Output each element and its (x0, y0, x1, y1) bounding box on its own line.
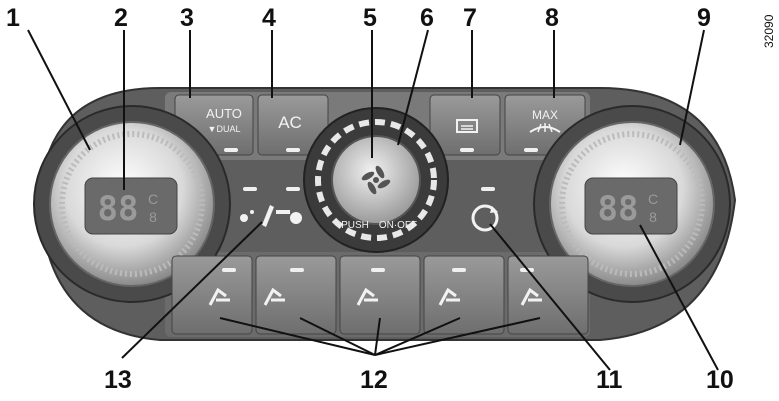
right-temperature-knob[interactable] (533, 105, 731, 303)
push-label: PUSH (341, 220, 369, 231)
callout-4: 4 (262, 4, 276, 32)
rear-defrost-icon (456, 119, 478, 133)
auto-label: AUTO (206, 106, 242, 121)
callout-3: 3 (180, 4, 194, 32)
distribution-button-4[interactable] (423, 255, 505, 335)
callout-10: 10 (706, 366, 734, 394)
callout-5: 5 (363, 4, 377, 32)
leader-lines (27, 29, 719, 371)
onoff-label: ON·OFF (379, 220, 417, 231)
callout-7: 7 (463, 4, 477, 32)
seat-airflow-icon (356, 287, 378, 306)
callout-12: 12 (360, 366, 388, 394)
reference-code: 32090 (762, 14, 776, 48)
max-label: MAX (532, 108, 558, 122)
seat-airflow-icon (208, 287, 230, 306)
left-display-unit-f: 8 (149, 209, 157, 225)
seat-airflow-icon (438, 287, 460, 306)
distribution-button-2[interactable] (255, 255, 337, 335)
right-display-digits: 88 (598, 189, 639, 229)
windscreen-defrost-icon (529, 123, 561, 133)
auto-air-distribution-icon[interactable] (240, 205, 302, 227)
recirculation-button[interactable] (471, 204, 499, 232)
callout-9: 9 (697, 4, 711, 32)
callout-1: 1 (6, 4, 20, 32)
ac-label: AC (278, 113, 302, 132)
right-display-unit-c: C (648, 191, 658, 207)
seat-airflow-icon (520, 287, 542, 306)
left-temperature-knob[interactable] (33, 105, 231, 303)
callout-2: 2 (114, 4, 128, 32)
right-display-unit-f: 8 (649, 209, 657, 225)
left-display-unit-c: C (148, 191, 158, 207)
distribution-button-3[interactable] (339, 255, 421, 335)
fan-icon (361, 165, 391, 195)
left-display-digits: 88 (98, 189, 139, 229)
dual-label: ▼DUAL (208, 124, 241, 134)
rear-defrost-button[interactable] (429, 94, 501, 156)
callout-13: 13 (104, 366, 132, 394)
callout-6: 6 (420, 4, 434, 32)
distribution-button-1[interactable] (171, 255, 253, 335)
callout-8: 8 (545, 4, 559, 32)
callout-11: 11 (596, 366, 623, 394)
seat-airflow-icon (263, 287, 285, 306)
